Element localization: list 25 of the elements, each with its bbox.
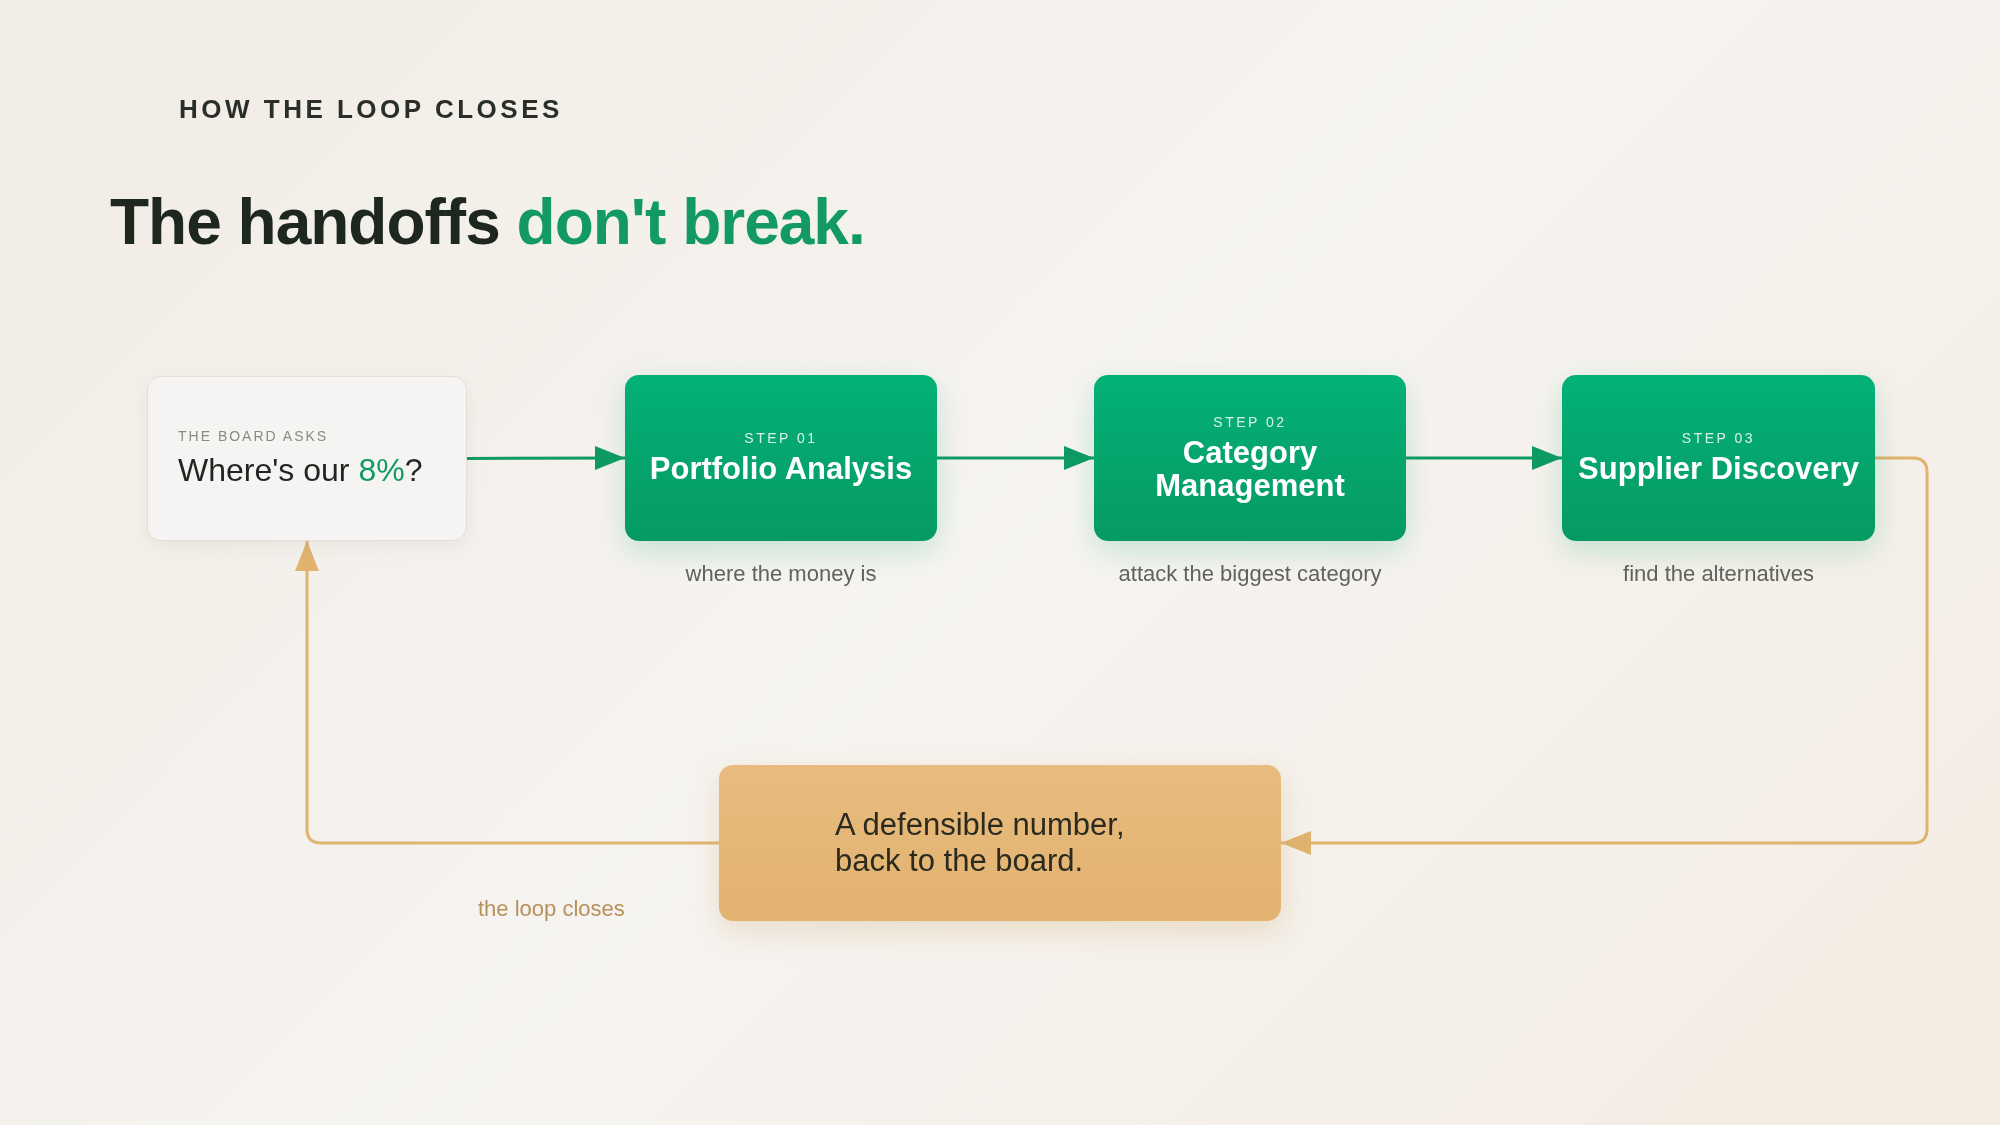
step-description: attack the biggest category [1118,561,1382,587]
step-card [1094,375,1406,541]
eyebrow-label: THE BOARD ASKS [178,428,330,444]
step-description: find the alternatives [1623,561,1814,587]
arrow [937,446,1094,470]
page-title: The handoffs don't break. [110,185,865,259]
section-eyebrow: HOW THE LOOP CLOSES [179,94,563,125]
arrow [1281,456,1929,855]
step-card [1562,375,1875,541]
step-card [625,375,937,541]
arrow [295,541,719,845]
eyebrow-label: STEP 03 [1681,430,1756,447]
question-card [147,376,467,541]
card-title: Category Management [1154,435,1346,503]
eyebrow-label: STEP 02 [1213,413,1287,430]
card-title: Portfolio Analysis [649,452,913,486]
edge-label: the loop closes [478,896,625,922]
arrow [1406,446,1562,470]
eyebrow-label: STEP 01 [744,430,818,447]
card-title: Where's our 8%? [178,452,424,489]
card-title: A defensible number, back to the board. [835,807,1126,879]
card-title: Supplier Discovery [1578,452,1859,486]
result-card [719,765,1281,921]
step-description: where the money is [685,561,877,587]
arrow [467,446,625,471]
